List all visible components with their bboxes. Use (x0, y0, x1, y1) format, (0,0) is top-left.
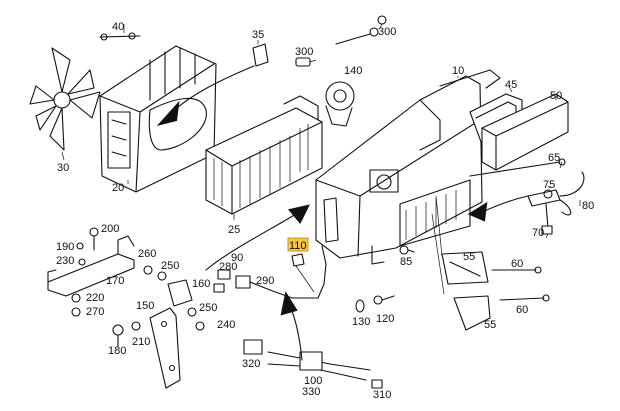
part-label-30[interactable]: 30 (57, 162, 69, 174)
servo-motor-part[interactable] (325, 81, 355, 127)
heater-core-part[interactable] (205, 95, 323, 215)
clip-part-110[interactable] (291, 253, 305, 267)
part-number-labels: 40 35 300 300 140 10 45 50 30 20 25 65 75 80 70 200 190 2… (56, 21, 594, 401)
wiring-harness-part-100[interactable] (267, 351, 371, 381)
lever-part-75[interactable] (527, 171, 585, 216)
clip-part-35[interactable] (252, 43, 269, 67)
grommet-part-130[interactable] (355, 299, 365, 313)
part-label-10[interactable]: 10 (452, 65, 464, 77)
shaft-part-60b[interactable] (499, 294, 550, 302)
part-label-210[interactable]: 210 (132, 336, 150, 348)
part-label-250a[interactable]: 250 (161, 260, 179, 272)
control-cable-part-65[interactable] (469, 158, 566, 177)
heater-box-housing-part[interactable] (315, 69, 501, 265)
part-label-200[interactable]: 200 (101, 223, 119, 235)
fan-blade-part[interactable] (29, 47, 101, 151)
flap-part-55a[interactable] (441, 251, 489, 285)
part-label-130[interactable]: 130 (352, 316, 370, 328)
part-label-110[interactable]: 110 (289, 240, 307, 252)
washer-part-250a[interactable] (157, 271, 167, 281)
screw-part-85[interactable] (399, 245, 415, 255)
nut-part-230[interactable] (78, 258, 86, 266)
part-label-300b[interactable]: 300 (378, 26, 396, 38)
part-label-90[interactable]: 90 (231, 252, 243, 264)
part-label-280[interactable]: 280 (219, 261, 237, 273)
washer-part-190[interactable] (76, 242, 84, 250)
highlight-box-110 (287, 237, 309, 252)
part-label-60b[interactable]: 60 (516, 304, 528, 316)
part-label-55a[interactable]: 55 (463, 251, 475, 263)
flap-part-55b[interactable] (453, 295, 491, 331)
part-label-220[interactable]: 220 (86, 292, 104, 304)
leader-lines (61, 23, 581, 295)
screw-part-180[interactable] (112, 324, 124, 347)
assembly-arrows (156, 65, 529, 361)
part-label-80[interactable]: 80 (582, 200, 594, 212)
switch-part-90[interactable] (217, 269, 231, 280)
nut-part-250b[interactable] (187, 307, 197, 317)
part-label-65[interactable]: 65 (548, 152, 560, 164)
part-label-320[interactable]: 320 (242, 358, 260, 370)
part-label-290[interactable]: 290 (256, 275, 274, 287)
bolt-part-70[interactable] (541, 203, 553, 235)
screw-part-300a[interactable] (295, 57, 311, 67)
part-label-40[interactable]: 40 (112, 21, 124, 33)
part-label-75[interactable]: 75 (543, 179, 555, 191)
part-label-50[interactable]: 50 (550, 90, 562, 102)
part-label-170[interactable]: 170 (106, 275, 124, 287)
part-label-85[interactable]: 85 (400, 256, 412, 268)
part-label-270[interactable]: 270 (86, 306, 104, 318)
part-label-300a[interactable]: 300 (295, 46, 313, 58)
part-label-250b[interactable]: 250 (199, 302, 217, 314)
part-label-45[interactable]: 45 (505, 79, 517, 91)
part-label-310[interactable]: 310 (373, 389, 391, 401)
part-label-330[interactable]: 330 (302, 386, 320, 398)
part-label-100[interactable]: 100 (304, 375, 322, 387)
part-label-70[interactable]: 70 (532, 227, 544, 239)
connector-part-290[interactable] (235, 245, 327, 299)
screw-part-200[interactable] (89, 227, 99, 251)
mounting-bracket-part-170[interactable] (47, 235, 135, 297)
rod-part-300b[interactable] (335, 15, 387, 45)
part-label-60a[interactable]: 60 (511, 258, 523, 270)
part-label-150[interactable]: 150 (136, 300, 154, 312)
washer-part-220[interactable] (71, 293, 81, 303)
bracket-part-160[interactable] (167, 279, 193, 307)
mounting-plate-part-150[interactable] (149, 307, 181, 389)
part-label-120[interactable]: 120 (376, 313, 394, 325)
part-label-260[interactable]: 260 (138, 248, 156, 260)
washer-part-210[interactable] (131, 321, 141, 331)
rod-part-40[interactable] (99, 32, 141, 41)
part-label-180[interactable]: 180 (108, 345, 126, 357)
part-label-140[interactable]: 140 (344, 65, 362, 77)
nut-part-260[interactable] (143, 265, 153, 275)
part-label-240[interactable]: 240 (217, 319, 235, 331)
part-label-55b[interactable]: 55 (484, 319, 496, 331)
part-label-20[interactable]: 20 (112, 182, 124, 194)
relay-part-320[interactable] (243, 339, 263, 355)
screw-part-120[interactable] (373, 295, 395, 305)
clip-part-280[interactable] (213, 283, 225, 293)
part-label-190[interactable]: 190 (56, 241, 74, 253)
nut-part-240[interactable] (195, 321, 205, 331)
shaft-part-60a[interactable] (491, 266, 542, 274)
clip-part-310[interactable] (371, 379, 383, 389)
part-label-35[interactable]: 35 (252, 29, 264, 41)
duct-part-50[interactable] (481, 93, 569, 171)
blower-housing-part[interactable] (99, 45, 217, 193)
nut-part-270[interactable] (71, 307, 81, 317)
part-label-25[interactable]: 25 (228, 224, 240, 236)
part-label-160[interactable]: 160 (192, 278, 210, 290)
part-label-230[interactable]: 230 (56, 255, 74, 267)
